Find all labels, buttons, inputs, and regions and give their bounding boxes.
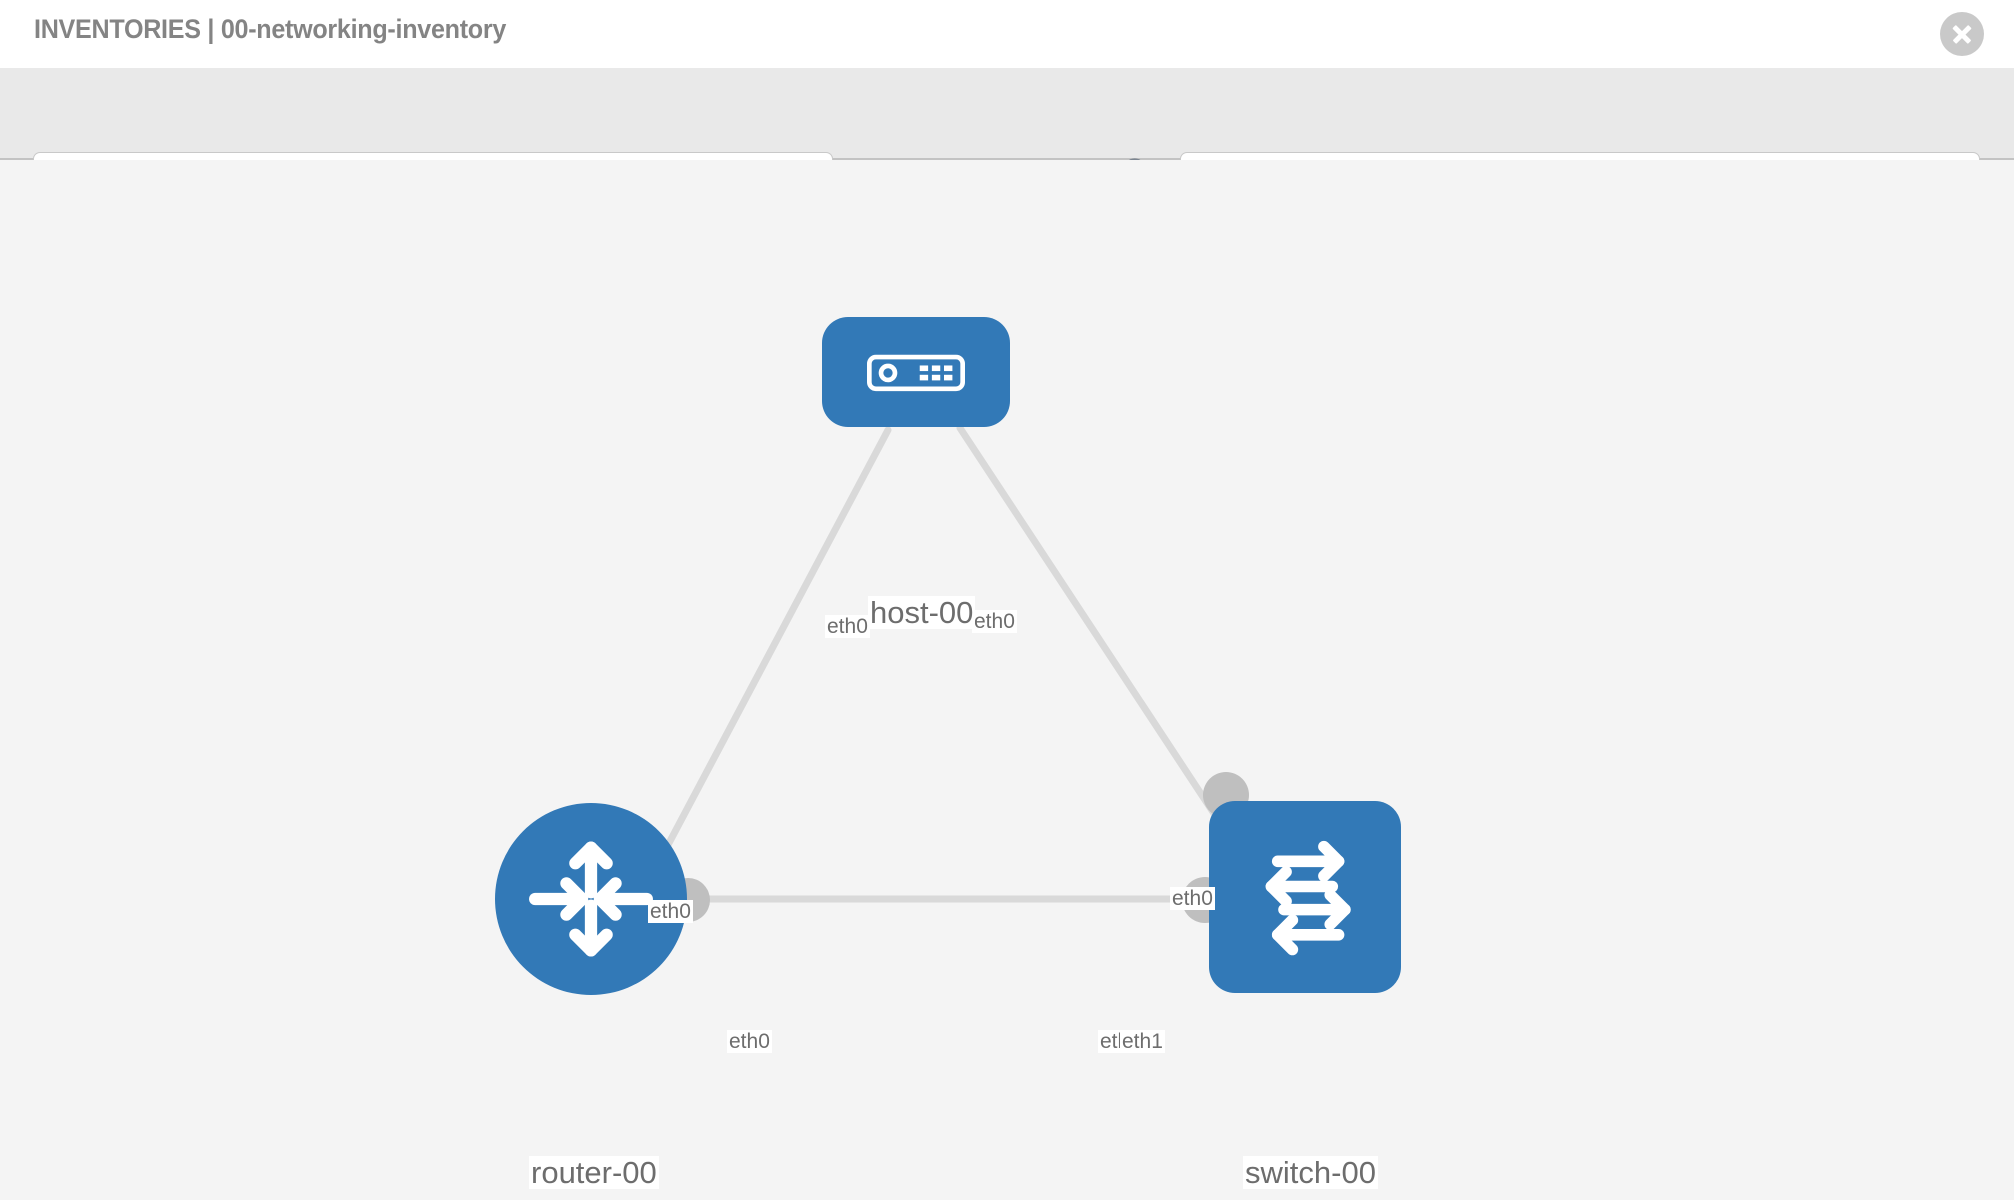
topology-edges bbox=[656, 424, 1242, 903]
node-label-router-00: router-00 bbox=[529, 1155, 659, 1190]
topology-node-host-00[interactable] bbox=[822, 317, 1010, 427]
interface-label: eth0 bbox=[1170, 887, 1215, 910]
switch-arrows-icon bbox=[1265, 840, 1351, 956]
router-arrows-icon bbox=[529, 841, 653, 957]
interface-label: eth0 bbox=[727, 1030, 772, 1053]
interface-label: eth1 bbox=[1120, 1030, 1165, 1053]
topology-canvas[interactable]: eth0 eth0 eth0 eth0 eth0 eth0 eth1 host-… bbox=[0, 160, 2014, 1200]
topology-node-switch-00[interactable] bbox=[1209, 801, 1401, 993]
topology-node-router-00[interactable] bbox=[495, 803, 687, 995]
toolbar: ACTIONS SEARCH bbox=[0, 68, 2014, 204]
node-label-host-00: host-00 bbox=[868, 595, 976, 630]
interface-label: eth0 bbox=[972, 610, 1017, 633]
close-icon[interactable] bbox=[1940, 12, 1984, 56]
page-header: INVENTORIES | 00-networking-inventory bbox=[0, 0, 2014, 68]
node-label-switch-00: switch-00 bbox=[1243, 1155, 1378, 1190]
server-icon bbox=[867, 354, 965, 392]
interface-label: eth0 bbox=[648, 900, 693, 923]
interface-label: eth0 bbox=[825, 615, 870, 638]
edge-host-router bbox=[656, 426, 892, 864]
edge-host-switch bbox=[956, 424, 1242, 854]
page-title: INVENTORIES | 00-networking-inventory bbox=[34, 14, 507, 44]
